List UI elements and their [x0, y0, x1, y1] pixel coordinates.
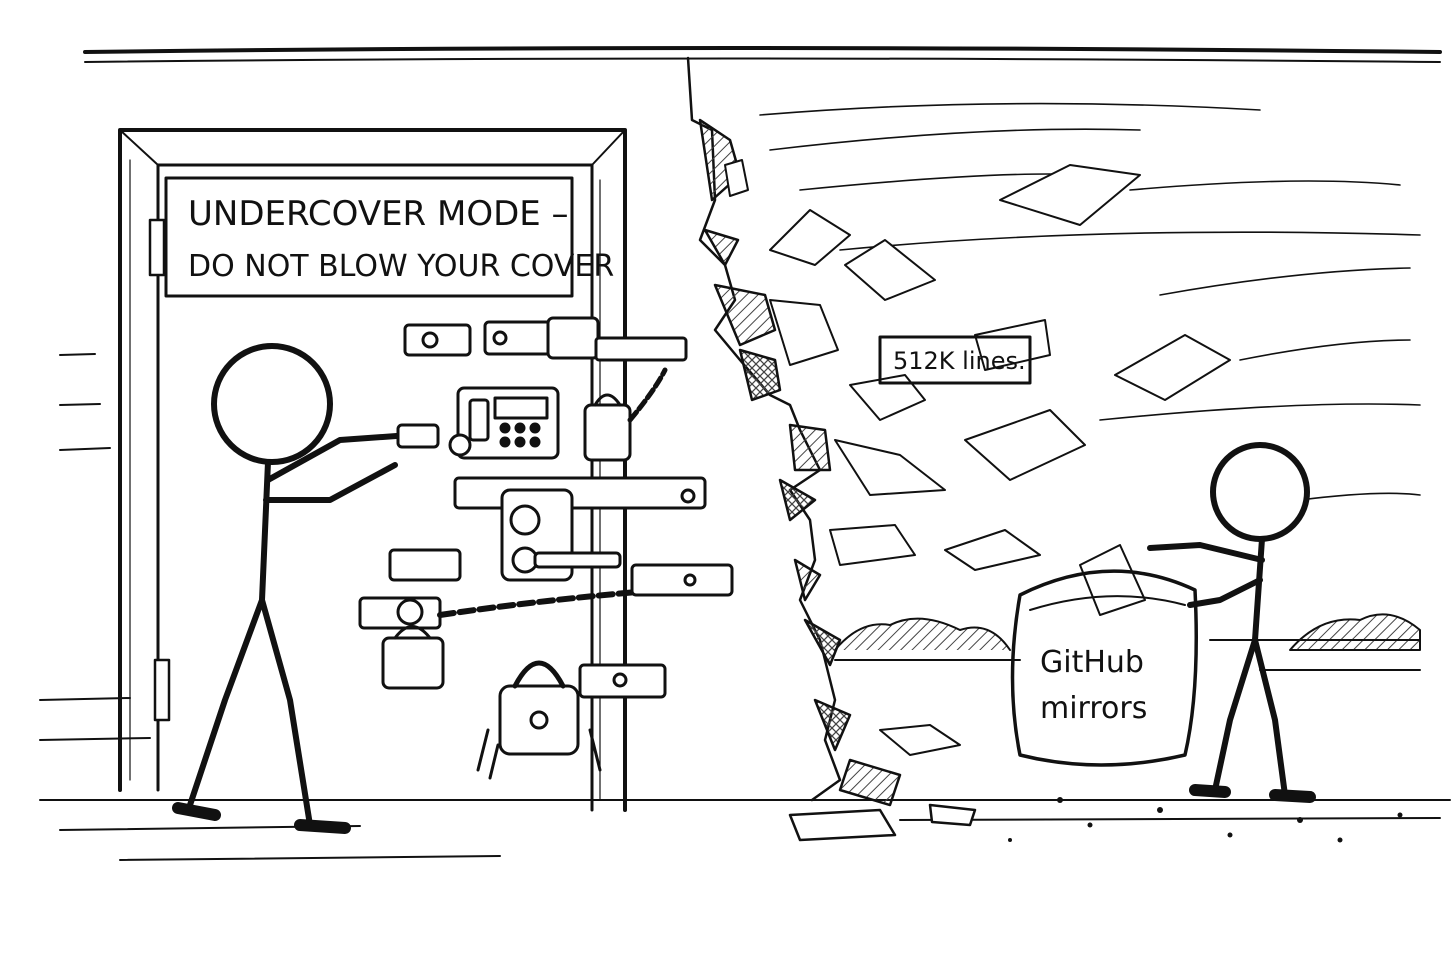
lines-tag: 512K lines. — [878, 335, 1032, 385]
door-frame — [118, 128, 627, 812]
big-padlock — [498, 684, 580, 756]
bag-line-1: GitHub — [1040, 645, 1144, 680]
sign-line-1: UNDERCOVER MODE – — [188, 194, 569, 234]
github-mirrors-bag: GitHub mirrors — [1010, 544, 1198, 767]
locker-head — [211, 343, 333, 465]
lines-tag-label: 512K lines. — [893, 347, 1026, 375]
bag-line-2: mirrors — [1040, 691, 1147, 726]
undercover-sign: UNDERCOVER MODE – DO NOT BLOW YOUR COVER — [164, 176, 614, 298]
door-locks — [358, 316, 734, 780]
flying-papers — [724, 159, 1231, 756]
wind-streaks — [759, 102, 1421, 501]
sign-line-2: DO NOT BLOW YOUR COVER — [188, 249, 614, 284]
stick-figure-locker — [172, 343, 472, 834]
floor-lines — [39, 353, 1451, 861]
floor-debris — [1008, 797, 1403, 843]
door-hinges — [148, 218, 171, 722]
torn-wall-edge — [686, 56, 977, 842]
distant-hills — [834, 613, 1421, 671]
stick-figure-collector — [1147, 442, 1316, 803]
ceiling-lines — [83, 46, 1442, 63]
collector-head — [1210, 442, 1310, 542]
